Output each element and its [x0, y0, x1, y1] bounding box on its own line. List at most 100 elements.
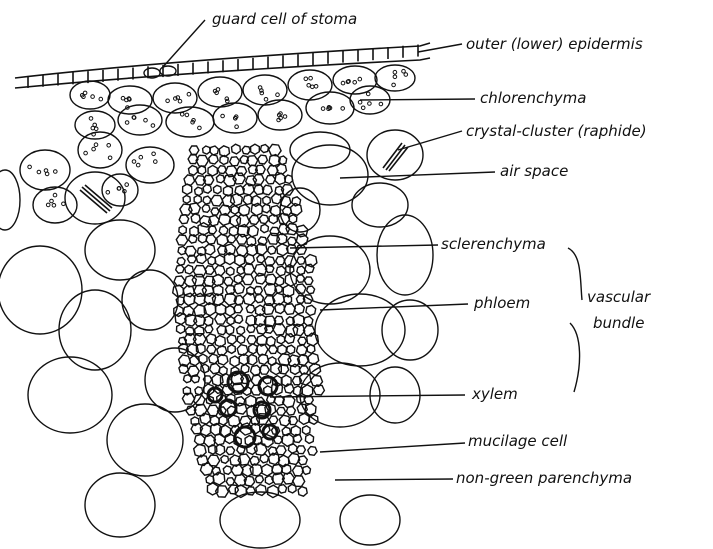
vascular-tissue-cell [226, 447, 235, 455]
chloroplast [50, 199, 54, 203]
parenchyma-cell [28, 357, 112, 433]
vascular-tissue-cell [308, 353, 319, 364]
vascular-tissue-cell [183, 195, 190, 203]
vascular-tissue-cell [203, 185, 211, 194]
label-bundle: bundle [593, 314, 644, 332]
label-air-space: air space [500, 162, 568, 180]
vascular-tissue-cell [230, 356, 239, 367]
chloroplast [91, 95, 95, 99]
parenchyma-cell [145, 348, 205, 412]
vascular-tissue-cell [278, 485, 287, 494]
vascular-tissue-cell [198, 223, 209, 236]
vascular-tissue-cell [234, 275, 242, 284]
chlorenchyma-cell [70, 81, 110, 109]
chloroplast [321, 107, 325, 111]
vascular-tissue-cell [189, 203, 201, 214]
chloroplast [106, 191, 110, 195]
vascular-tissue-cell [213, 185, 221, 193]
vascular-tissue-cell [297, 446, 306, 454]
vascular-tissue-cell [236, 167, 246, 176]
chloroplast [264, 98, 268, 102]
label-phloem: phloem [473, 294, 530, 312]
chloroplast [178, 99, 182, 103]
chloroplast [198, 126, 202, 130]
vascular-tissue-cell [237, 326, 245, 334]
vascular-tissue-cell [177, 324, 185, 333]
chloroplast [366, 92, 370, 96]
vascular-tissue-cell [221, 455, 229, 463]
vascular-tissue-cell [227, 335, 236, 345]
spongy-cell [290, 132, 350, 168]
chloroplast [125, 121, 129, 125]
chloroplast [235, 125, 239, 129]
vascular-tissue-cell [184, 375, 192, 383]
vascular-tissue-cell [286, 407, 295, 416]
chloroplast [108, 156, 112, 160]
chloroplast [92, 147, 96, 151]
chloroplast [379, 102, 383, 106]
vascular-tissue-cell [284, 304, 295, 315]
chloroplast [83, 91, 87, 95]
vascular-tissue-cell [176, 235, 187, 245]
vascular-tissue-cell [268, 246, 276, 254]
parenchyma-cell [340, 495, 400, 545]
chloroplast [139, 155, 143, 159]
chloroplast [151, 124, 155, 128]
chloroplast [136, 163, 140, 167]
vascular-tissue-cell [195, 434, 205, 445]
chloroplast [341, 107, 345, 111]
chloroplast [125, 183, 129, 187]
vascular-tissue-cell [245, 255, 255, 265]
vascular-tissue-cell [256, 485, 266, 496]
vascular-tissue-cell [237, 345, 248, 356]
chloroplast [314, 85, 318, 89]
chlorenchyma-cell [375, 65, 415, 91]
chloroplast [53, 193, 57, 197]
label-non-green-parenchyma: non-green parenchyma [456, 469, 632, 487]
vascular-tissue-cell [239, 205, 250, 216]
vascular-tissue-cell [177, 257, 185, 265]
vascular-tissue-cell [261, 224, 269, 232]
vascular-tissue-cell [275, 276, 283, 285]
vascular-tissue-cell [200, 413, 211, 424]
chlorenchyma-cell [333, 66, 377, 94]
vascular-tissue-cell [235, 254, 245, 265]
vascular-tissue-cell [260, 454, 269, 463]
vascular-tissue-cell [304, 316, 313, 325]
vascular-tissue-cell [302, 385, 313, 397]
vascular-tissue-cell [288, 444, 297, 453]
vascular-tissue-cell [287, 345, 295, 354]
vascular-tissue-cell [207, 345, 216, 354]
vascular-tissue-cell [277, 407, 286, 415]
vascular-tissue-cell [208, 165, 217, 176]
vascular-tissue-cell [191, 214, 200, 223]
vascular-tissue-cell [219, 226, 228, 235]
chloroplast [37, 170, 41, 174]
vascular-tissue-cell [198, 166, 206, 175]
vascular-tissue-cell [215, 266, 225, 276]
vascular-tissue-cell [237, 335, 245, 343]
vascular-tissue-cell [189, 166, 198, 176]
chloroplast [276, 93, 280, 97]
vascular-tissue-cell [255, 475, 263, 483]
vascular-tissue-cell [277, 335, 285, 344]
chloroplast [54, 170, 58, 174]
chloroplast [94, 143, 98, 147]
vascular-tissue-cell [217, 234, 228, 246]
chloroplast [154, 160, 158, 164]
vascular-tissue-cell [262, 204, 270, 213]
chloroplast [144, 118, 148, 122]
label-guard-cell: guard cell of stoma [212, 10, 357, 28]
vascular-tissue-cell [299, 413, 309, 424]
spongy-cell [292, 145, 368, 205]
vascular-tissue-cell [179, 215, 189, 224]
chloroplast [404, 73, 408, 77]
vascular-tissue-cell [205, 326, 213, 333]
parenchyma-cell [0, 246, 82, 334]
vascular-tissue-cell [306, 305, 316, 315]
chloroplast [180, 113, 184, 117]
vascular-tissue-cell [254, 443, 267, 455]
vascular-tissue-cell [209, 354, 219, 364]
vascular-tissue-cell [211, 195, 223, 206]
vascular-tissue-cell [199, 354, 207, 363]
